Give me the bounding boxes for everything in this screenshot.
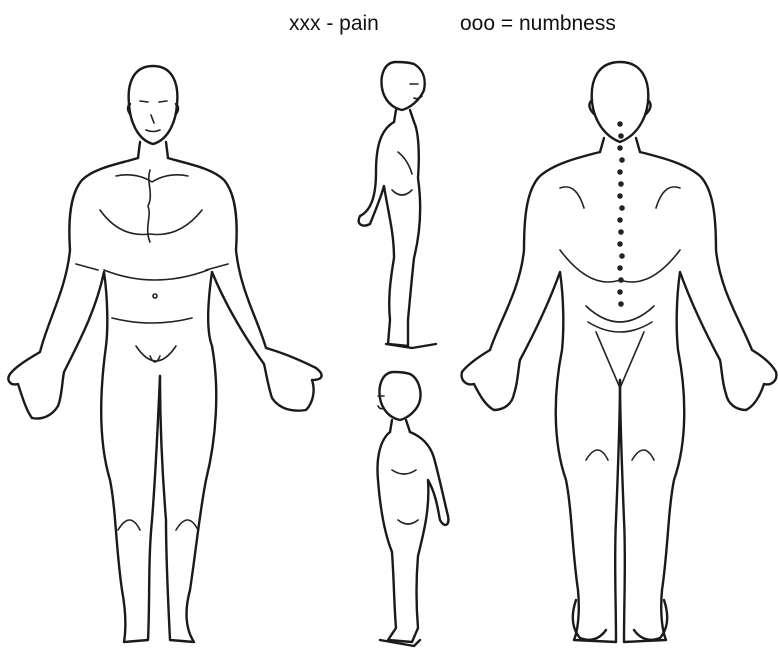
body-side-right-icon (359, 62, 436, 348)
body-front-icon (8, 66, 321, 642)
body-side-left-icon (378, 372, 449, 646)
body-back-icon (462, 62, 777, 642)
